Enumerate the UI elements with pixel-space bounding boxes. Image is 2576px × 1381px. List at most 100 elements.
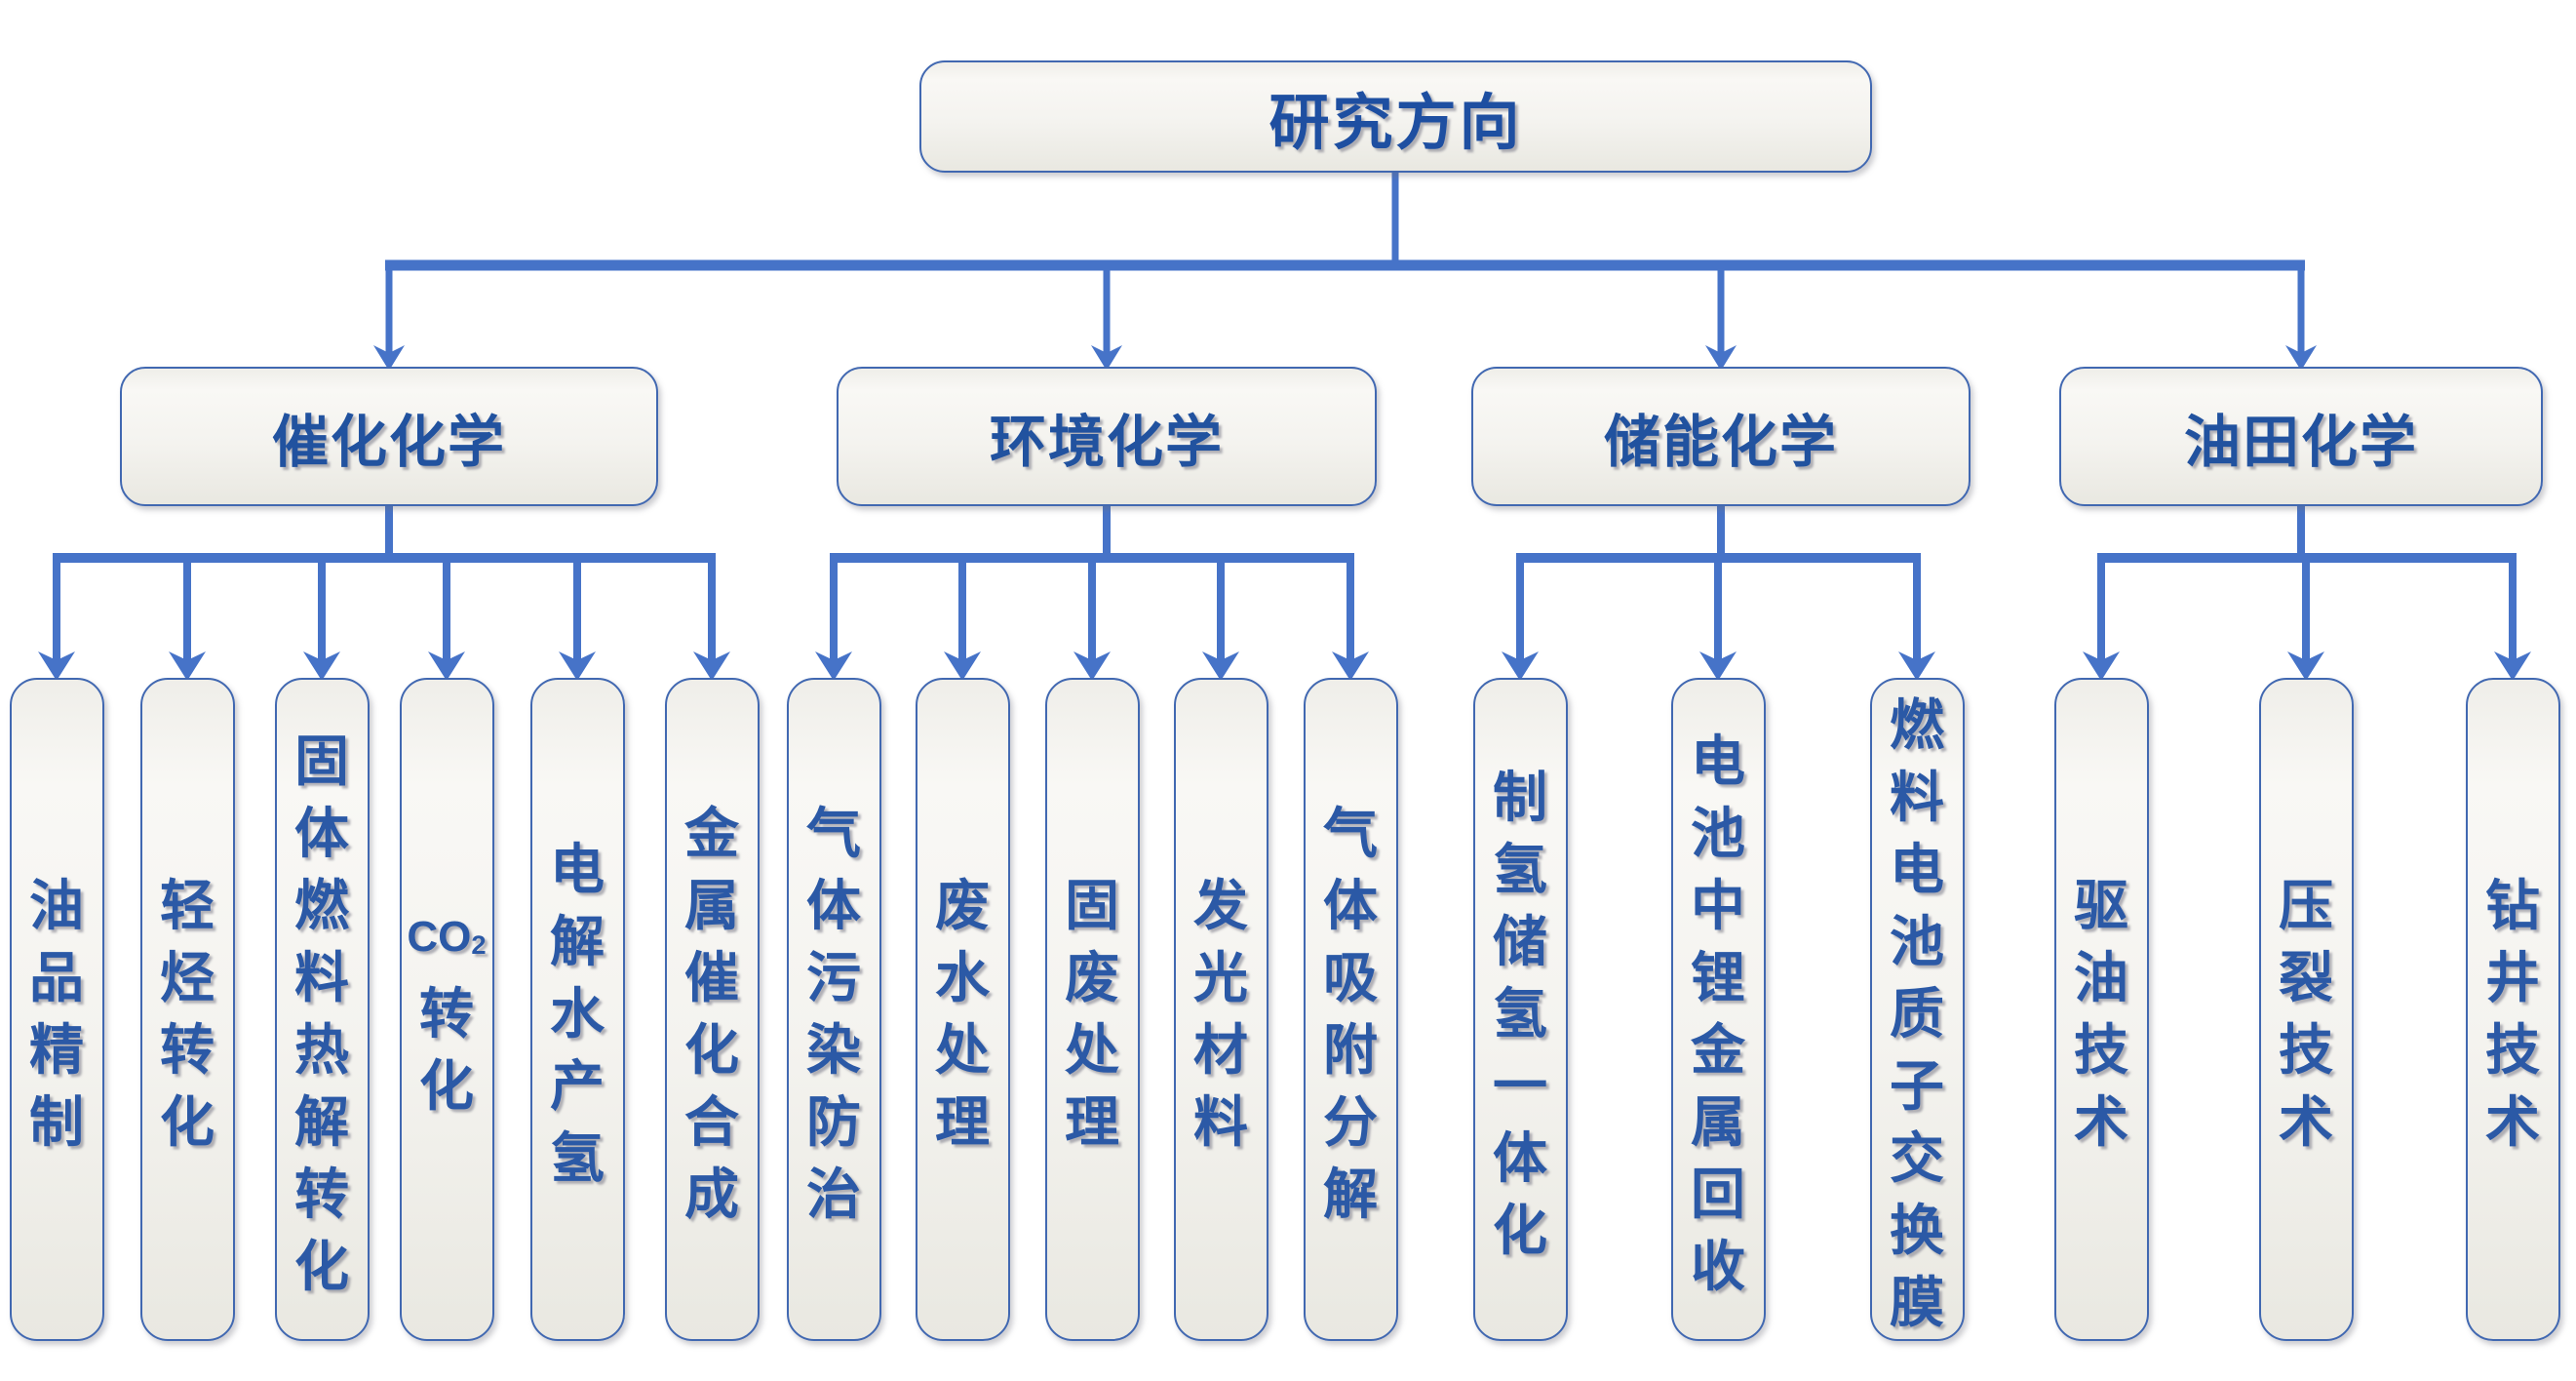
leaf-box-0-1: 轻烃转化 [139, 678, 235, 1341]
leaf-label-char: 中 [1691, 874, 1745, 936]
leaf-arrowhead [2083, 651, 2120, 681]
leaf-label-char: 术 [2074, 1090, 2128, 1153]
leaf-label-char: 发 [1193, 874, 1248, 936]
leaf-label-char: 分 [1323, 1090, 1378, 1153]
leaf-box-1-2: 固废处理 [1044, 678, 1140, 1341]
leaf-label-char: 电 [1691, 730, 1745, 792]
leaf-label-char: 转 [419, 982, 474, 1045]
leaf-label-char: 成 [684, 1163, 739, 1225]
leaf-label-char: 烃 [160, 946, 215, 1008]
leaf-box-3-1: 压裂技术 [2258, 678, 2354, 1341]
leaf-label-char: 合 [684, 1090, 739, 1153]
branch-label: 催化化学 [271, 410, 506, 474]
branch-arrowhead [2285, 345, 2317, 371]
leaf-label-char: 锂 [1691, 946, 1745, 1008]
branch-box-3: 油田化学 [2059, 367, 2543, 506]
leaf-label-char: 燃 [294, 874, 349, 936]
leaf-label-char: 催 [684, 946, 739, 1008]
leaf-label-char: 交 [1890, 1126, 1944, 1189]
leaf-arrowhead [693, 651, 730, 681]
leaf-label-char: 电 [550, 838, 605, 900]
leaf-label-char: 体 [294, 802, 349, 864]
leaf-label-char: 固 [1065, 874, 1119, 936]
leaf-box-1-1: 废水处理 [915, 678, 1010, 1341]
leaf-label-char: 转 [160, 1018, 215, 1081]
leaf-label-char: 燃 [1890, 693, 1944, 756]
leaf-label-char: 附 [1323, 1018, 1378, 1081]
leaf-label-char: 回 [1691, 1163, 1745, 1225]
leaf-label-char: 收 [1691, 1235, 1745, 1297]
branch-arrowhead [373, 345, 405, 371]
leaf-label-char: 氢 [1493, 838, 1547, 900]
leaf-label-char: 属 [1691, 1090, 1745, 1153]
leaf-label-char: 子 [1890, 1054, 1944, 1117]
leaf-label-char: 属 [684, 874, 739, 936]
leaf-box-3-0: 驱油技术 [2053, 678, 2149, 1341]
leaf-label-char: 化 [294, 1235, 349, 1297]
leaf-arrowhead [559, 651, 596, 681]
leaf-label-char: 技 [2279, 1018, 2333, 1081]
leaf-arrowhead [1073, 651, 1111, 681]
leaf-label-char: 固 [294, 730, 349, 792]
leaf-arrowhead [38, 651, 75, 681]
leaf-arrowhead [2494, 651, 2531, 681]
leaf-label-char: 解 [1323, 1163, 1378, 1225]
leaf-label-char: 产 [550, 1054, 605, 1117]
branch-arrowhead [1705, 345, 1737, 371]
leaf-label-char: 吸 [1323, 946, 1378, 1008]
leaf-label-char: 金 [684, 802, 739, 864]
branch-box-2: 储能化学 [1471, 367, 1971, 506]
leaf-box-2-2: 燃料电池质子交换膜 [1869, 678, 1965, 1341]
leaf-label-char: 解 [550, 910, 605, 972]
leaf-label-char: 材 [1193, 1018, 1248, 1081]
leaf-label-char: 电 [1890, 838, 1944, 900]
leaf-label-char: 光 [1193, 946, 1248, 1008]
leaf-label-char: 化 [684, 1018, 739, 1081]
leaf-label-char: 化 [1493, 1199, 1547, 1261]
branch-box-0: 催化化学 [120, 367, 658, 506]
root-label: 研究方向 [1268, 89, 1523, 157]
leaf-label-char: 体 [1493, 1126, 1547, 1189]
leaf-label-char: 氢 [550, 1126, 605, 1189]
leaf-label-char: 废 [1065, 946, 1119, 1008]
leaf-label-char: 料 [1193, 1090, 1248, 1153]
leaf-box-0-4: 电解水产氢 [529, 678, 625, 1341]
leaf-label-char: 化 [419, 1054, 474, 1117]
root-node: 研究方向 [919, 60, 1872, 173]
leaf-label-char: 轻 [160, 874, 215, 936]
leaf-box-2-0: 制氢储氢一体化 [1472, 678, 1568, 1341]
leaf-box-0-5: 金属催化合成 [664, 678, 760, 1341]
leaf-label-char: 技 [2074, 1018, 2128, 1081]
leaf-label-char: 池 [1691, 802, 1745, 864]
leaf-label-char: 化 [160, 1090, 215, 1153]
leaf-label-char: 水 [550, 982, 605, 1045]
leaf-label-char: 污 [806, 946, 861, 1008]
leaf-label-char: 水 [935, 946, 990, 1008]
leaf-label-char: 防 [806, 1090, 861, 1153]
leaf-label-char: 体 [1323, 874, 1378, 936]
leaf-label-char: 料 [1890, 766, 1944, 828]
leaf-label-char: 气 [806, 802, 861, 864]
leaf-arrowhead [1332, 651, 1369, 681]
leaf-label-char: 制 [1493, 766, 1547, 828]
leaf-label-char: 驱 [2074, 874, 2128, 936]
leaf-label-char: 油 [2074, 946, 2128, 1008]
leaf-box-2-1: 电池中锂金属回收 [1670, 678, 1766, 1341]
leaf-label-char: 换 [1890, 1199, 1944, 1261]
leaf-label-char: 池 [1890, 910, 1944, 972]
leaf-arrowhead [1898, 651, 1935, 681]
leaf-label-char: 热 [294, 1018, 349, 1081]
leaf-label-char: 质 [1890, 982, 1944, 1045]
leaf-label-char: 废 [935, 874, 990, 936]
leaf-label-char: 储 [1493, 910, 1547, 972]
leaf-arrowhead [944, 651, 981, 681]
leaf-label-char: 处 [1065, 1018, 1119, 1081]
leaf-label-char: 理 [935, 1090, 990, 1153]
leaf-box-1-4: 气体吸附分解 [1303, 678, 1398, 1341]
leaf-arrowhead [1699, 651, 1737, 681]
leaf-label-char: 技 [2485, 1018, 2540, 1081]
